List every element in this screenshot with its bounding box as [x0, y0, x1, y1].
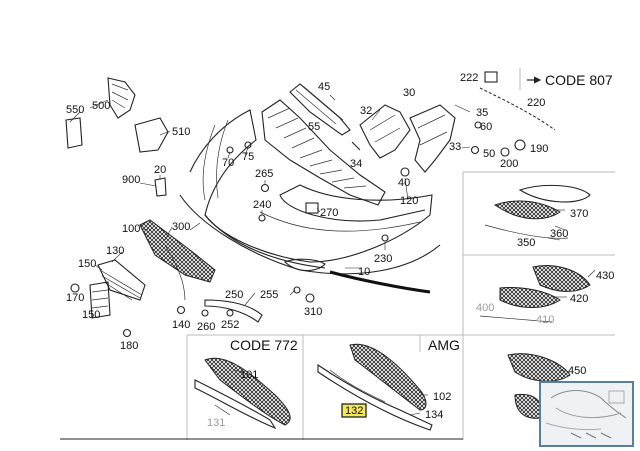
callout-131: 131	[207, 417, 225, 429]
callout-101: 101	[240, 369, 258, 381]
callout-32: 32	[360, 105, 372, 117]
callout-75: 75	[242, 151, 254, 163]
callout-labels: 550 500 510 900 20 100 300 130 150 170 1…	[66, 72, 614, 429]
callout-150-upper: 150	[78, 258, 96, 270]
impact-absorber-55	[261, 83, 386, 206]
callout-230: 230	[374, 253, 392, 265]
callout-252: 252	[221, 319, 239, 331]
leader-lines	[69, 94, 596, 416]
highlight-box-132	[341, 403, 367, 418]
callout-10: 10	[358, 266, 370, 278]
callout-150-lower: 150	[82, 309, 100, 321]
callout-250: 250	[225, 289, 243, 301]
callout-60: 60	[480, 121, 492, 133]
callout-350: 350	[517, 237, 535, 249]
callout-430: 430	[596, 270, 614, 282]
callout-33: 33	[449, 141, 461, 153]
callout-420: 420	[570, 293, 588, 305]
side-bracket-32	[359, 104, 456, 173]
callout-100: 100	[122, 223, 140, 235]
callout-34: 34	[350, 158, 362, 170]
callout-370: 370	[570, 208, 588, 220]
bumper-cover-10	[179, 109, 441, 294]
callout-510: 510	[172, 126, 190, 138]
callout-410: 410	[536, 314, 554, 326]
callout-45: 45	[318, 81, 330, 93]
callout-300: 300	[172, 221, 190, 233]
thumbnail-image	[545, 390, 627, 439]
callout-180: 180	[120, 340, 138, 352]
left-side-parts	[65, 77, 263, 323]
callout-140: 140	[172, 319, 190, 331]
callout-450: 450	[568, 365, 586, 377]
section-label-code-807: CODE 807	[545, 72, 613, 88]
callout-120: 120	[400, 195, 418, 207]
callout-900: 900	[122, 174, 140, 186]
callout-220: 220	[527, 97, 545, 109]
callout-55: 55	[308, 121, 320, 133]
callout-35: 35	[476, 107, 488, 119]
right-panel-parts	[479, 184, 591, 419]
callout-270: 270	[320, 207, 338, 219]
callout-360: 360	[550, 228, 568, 240]
callout-260: 260	[197, 321, 215, 333]
callout-255: 255	[260, 289, 278, 301]
callout-310: 310	[304, 306, 322, 318]
callout-40: 40	[398, 177, 410, 189]
callout-500: 500	[92, 100, 110, 112]
lower-grilles	[194, 343, 433, 431]
section-label-code-772: CODE 772	[230, 337, 298, 353]
panel-frames	[60, 68, 615, 440]
callout-550: 550	[66, 104, 84, 116]
callout-222: 222	[460, 72, 478, 84]
callout-102: 102	[433, 391, 451, 403]
callout-265: 265	[255, 168, 273, 180]
callout-132-highlighted: 132	[345, 405, 363, 417]
fasteners	[70, 71, 526, 338]
section-label-amg: AMG	[428, 337, 460, 353]
callout-30: 30	[403, 87, 415, 99]
callout-240: 240	[253, 199, 271, 211]
callout-200: 200	[500, 158, 518, 170]
overview-thumbnail[interactable]	[539, 381, 634, 447]
callout-50: 50	[483, 148, 495, 160]
callout-134: 134	[425, 409, 443, 421]
wire-harness-220	[479, 87, 556, 131]
callout-400: 400	[476, 302, 494, 314]
callout-190: 190	[530, 143, 548, 155]
callout-130: 130	[106, 245, 124, 257]
callout-20: 20	[154, 164, 166, 176]
callout-170: 170	[66, 292, 84, 304]
callout-70: 70	[222, 157, 234, 169]
